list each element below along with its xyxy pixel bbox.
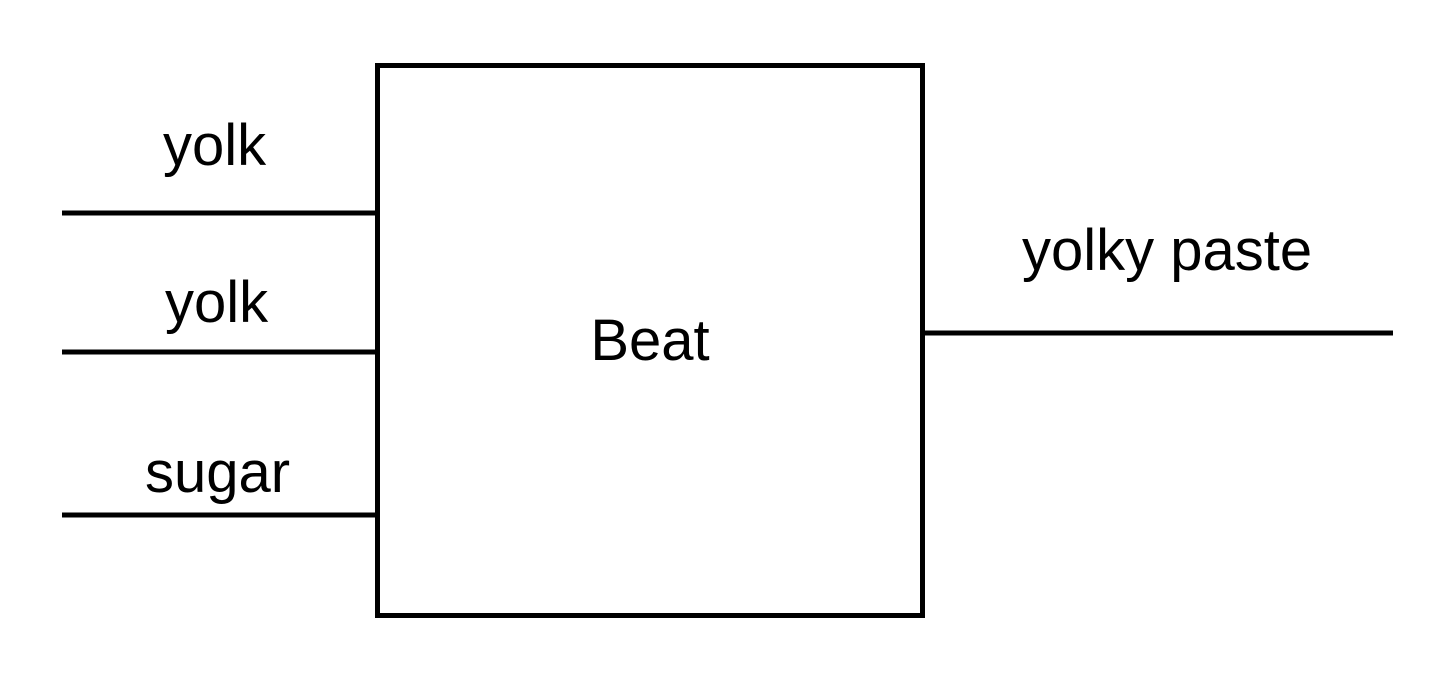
input-label-yolk-2: yolk [165,270,269,335]
process-box-beat[interactable] [375,63,925,618]
output-label-yolky-paste: yolky paste [1022,218,1312,283]
process-box-label: Beat [590,308,709,373]
input-label-sugar: sugar [145,440,290,505]
input-label-yolk-1: yolk [163,113,267,178]
